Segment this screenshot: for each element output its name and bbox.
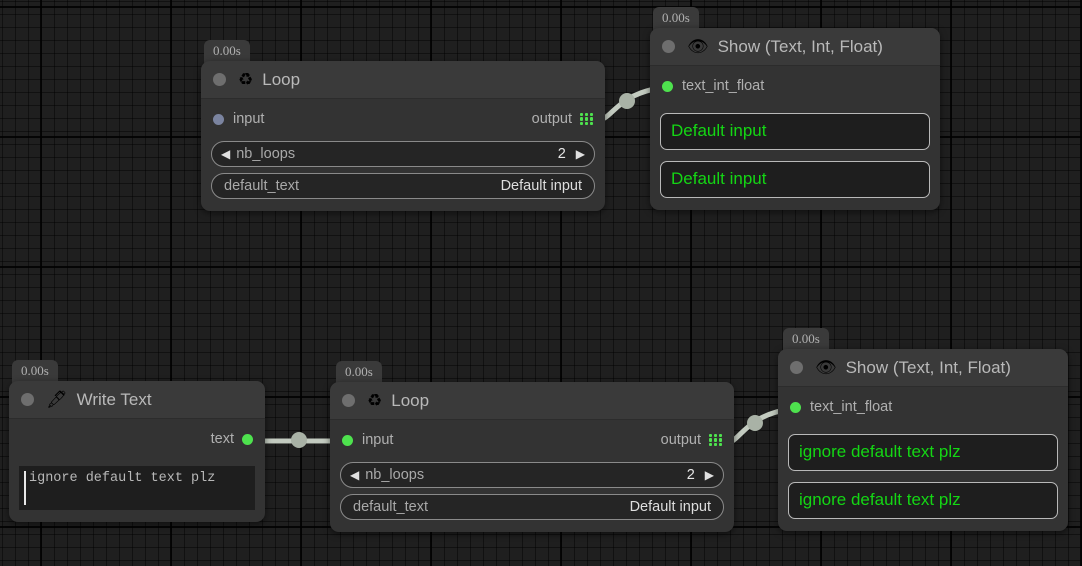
value-display-1: Default input	[660, 113, 930, 150]
field-label: default_text	[224, 178, 299, 194]
node-body-loop-top: input output ◀ nb_loops 2 ▶ default_text…	[201, 99, 605, 211]
collapse-toggle-icon[interactable]	[790, 361, 803, 374]
text-input-area[interactable]: ignore default text plz	[19, 466, 255, 510]
socket-row: input output	[340, 428, 724, 456]
time-badge-loop-bottom: 0.00s	[336, 361, 382, 384]
node-header-loop-top[interactable]: ♻ Loop	[201, 61, 605, 99]
node-title: Loop	[262, 69, 301, 89]
input-socket-input[interactable]: input	[213, 111, 264, 127]
socket-dot-icon[interactable]	[342, 434, 353, 446]
node-title: Show (Text, Int, Float)	[717, 36, 883, 56]
node-show-top[interactable]: 👁 Show (Text, Int, Float) text_int_float…	[650, 28, 940, 210]
input-socket-text-int-float[interactable]: text_int_float	[790, 399, 892, 415]
node-loop-bottom[interactable]: ♻ Loop input output ◀ nb_loops 2	[330, 382, 734, 532]
socket-row: text	[19, 427, 255, 455]
socket-row: text_int_float	[660, 74, 930, 102]
node-header-show-bottom[interactable]: 👁 Show (Text, Int, Float)	[778, 349, 1068, 387]
node-header-write-text[interactable]: 🖋 Write Text	[9, 381, 265, 419]
field-label: default_text	[353, 499, 428, 515]
eye-icon: 👁	[687, 37, 709, 56]
field-nb-loops[interactable]: ◀ nb_loops 2 ▶	[340, 462, 724, 488]
socket-dot-icon[interactable]	[662, 80, 673, 92]
socket-label: text_int_float	[810, 399, 893, 415]
socket-grid-icon[interactable]	[709, 433, 722, 447]
socket-label: text	[210, 431, 234, 447]
value-display-2: ignore default text plz	[788, 482, 1058, 519]
socket-dot-icon[interactable]	[790, 401, 801, 413]
node-show-bottom[interactable]: 👁 Show (Text, Int, Float) text_int_float…	[778, 349, 1068, 531]
field-label: nb_loops	[236, 146, 296, 162]
text-caret	[24, 471, 26, 505]
field-label: nb_loops	[365, 467, 425, 483]
collapse-toggle-icon[interactable]	[342, 394, 355, 407]
socket-row: input output	[211, 107, 595, 135]
time-badge-show-bottom: 0.00s	[783, 328, 829, 351]
socket-dot-icon[interactable]	[242, 433, 253, 445]
node-body-show-bottom: text_int_float ignore default text plz i…	[778, 387, 1068, 531]
socket-label: text_int_float	[682, 78, 765, 94]
input-socket-text-int-float[interactable]: text_int_float	[662, 78, 764, 94]
socket-dot-icon[interactable]	[213, 113, 224, 125]
field-nb-loops[interactable]: ◀ nb_loops 2 ▶	[211, 141, 595, 167]
node-title: Loop	[391, 390, 430, 410]
time-badge-write-text: 0.00s	[12, 360, 58, 383]
field-value: Default input	[500, 178, 582, 194]
wire-handle-1[interactable]	[619, 93, 635, 109]
field-default-text[interactable]: default_text Default input	[340, 494, 724, 520]
value-display-2: Default input	[660, 161, 930, 198]
node-body-show-top: text_int_float Default input Default inp…	[650, 66, 940, 210]
recycle-icon: ♻	[238, 70, 254, 89]
stepper-decrement-icon[interactable]: ◀	[221, 147, 231, 161]
socket-label: output	[531, 111, 572, 127]
socket-label: input	[233, 111, 265, 127]
pen-icon: 🖋	[46, 390, 68, 409]
output-socket-text[interactable]: text	[211, 431, 253, 447]
collapse-toggle-icon[interactable]	[213, 73, 226, 86]
node-title: Show (Text, Int, Float)	[845, 357, 1011, 377]
field-value: 2	[557, 146, 566, 162]
stepper-decrement-icon[interactable]: ◀	[350, 468, 360, 482]
field-default-text[interactable]: default_text Default input	[211, 173, 595, 199]
time-badge-show-top: 0.00s	[653, 7, 699, 30]
stepper-increment-icon[interactable]: ▶	[704, 468, 714, 482]
output-socket-output[interactable]: output	[661, 432, 722, 448]
time-badge-loop-top: 0.00s	[204, 40, 250, 63]
node-write-text[interactable]: 🖋 Write Text text ignore default text pl…	[9, 381, 265, 522]
wire-handle-2[interactable]	[291, 432, 307, 448]
stepper-increment-icon[interactable]: ▶	[575, 147, 585, 161]
collapse-toggle-icon[interactable]	[21, 393, 34, 406]
value-display-1: ignore default text plz	[788, 434, 1058, 471]
collapse-toggle-icon[interactable]	[662, 40, 675, 53]
node-header-show-top[interactable]: 👁 Show (Text, Int, Float)	[650, 28, 940, 66]
input-socket-input[interactable]: input	[342, 432, 393, 448]
output-socket-output[interactable]: output	[532, 111, 593, 127]
field-value: 2	[686, 467, 695, 483]
recycle-icon: ♻	[367, 391, 383, 410]
node-title: Write Text	[76, 389, 152, 409]
socket-label: input	[362, 432, 394, 448]
node-header-loop-bottom[interactable]: ♻ Loop	[330, 382, 734, 420]
field-value: Default input	[629, 499, 711, 515]
socket-row: text_int_float	[788, 395, 1058, 423]
eye-icon: 👁	[815, 358, 837, 377]
node-body-write-text: text ignore default text plz	[9, 419, 265, 522]
wire-handle-3[interactable]	[747, 415, 763, 431]
socket-label: output	[660, 432, 701, 448]
socket-grid-icon[interactable]	[580, 112, 593, 126]
node-loop-top[interactable]: ♻ Loop input output ◀ nb_loops 2	[201, 61, 605, 211]
text-input-value: ignore default text plz	[29, 471, 216, 486]
node-body-loop-bottom: input output ◀ nb_loops 2 ▶ default_text…	[330, 420, 734, 532]
